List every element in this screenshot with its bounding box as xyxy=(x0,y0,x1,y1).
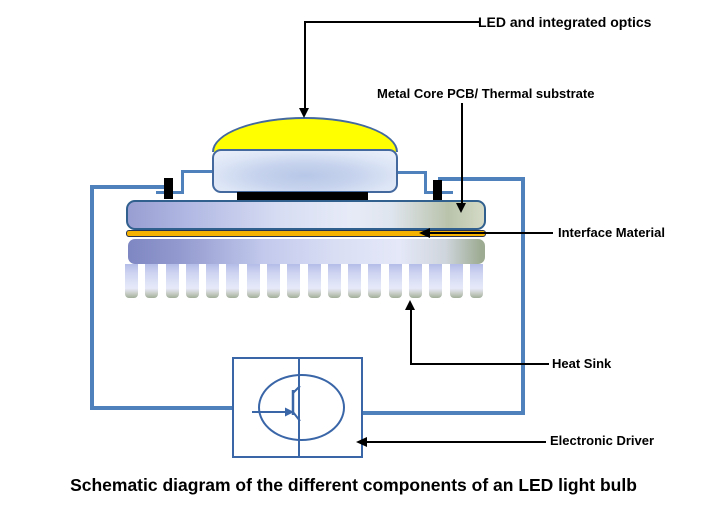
label-led: LED and integrated optics xyxy=(478,14,652,30)
label-interface: Interface Material xyxy=(558,225,665,240)
wire-left-bottom-horizontal xyxy=(90,406,232,410)
wire-right-bottom-horizontal xyxy=(363,411,525,415)
heatsink-fin xyxy=(348,264,362,298)
arrow-down-icon xyxy=(456,203,466,213)
wire-dome-right-vertical xyxy=(424,171,427,194)
arrow-up-icon xyxy=(405,300,415,310)
heatsink-fin xyxy=(206,264,220,298)
label-heatsink: Heat Sink xyxy=(552,356,612,371)
wire-dome-left-horizontal xyxy=(181,170,213,173)
arrow-left-icon xyxy=(356,437,367,447)
wire-right-outer-horizontal xyxy=(438,177,525,181)
label-pcb: Metal Core PCB/ Thermal substrate xyxy=(377,86,595,101)
heatsink-fins xyxy=(125,264,483,298)
heatsink-fin xyxy=(266,264,280,298)
diagram-caption: Schematic diagram of the different compo… xyxy=(70,475,637,495)
heatsink-fin xyxy=(165,264,179,298)
heatsink-fin xyxy=(388,264,402,298)
heatsink-fin xyxy=(368,264,382,298)
heatsink-fin xyxy=(449,264,463,298)
heatsink-callout-line-h xyxy=(410,363,549,365)
heatsink-base xyxy=(128,239,485,264)
heatsink-fin xyxy=(125,264,138,298)
terminal-left xyxy=(164,178,173,199)
wire-left-outer-horizontal xyxy=(90,185,168,189)
wire-right-outer-vertical xyxy=(521,177,525,415)
heatsink-fin xyxy=(145,264,159,298)
pcb-callout-line-v xyxy=(461,103,463,204)
driver-circle xyxy=(258,374,345,441)
led-callout-line-v xyxy=(304,21,306,109)
heatsink-fin xyxy=(429,264,443,298)
wire-dome-left-vertical xyxy=(181,170,184,194)
arrow-left-icon xyxy=(419,228,430,238)
heatsink-fin xyxy=(327,264,341,298)
heatsink-fin xyxy=(408,264,422,298)
led-package-body xyxy=(212,149,398,193)
label-driver: Electronic Driver xyxy=(550,433,655,448)
heatsink-fin xyxy=(185,264,199,298)
led-callout-line-h xyxy=(304,21,480,23)
arrow-down-icon xyxy=(299,108,309,118)
wire-left-outer-vertical xyxy=(90,185,94,410)
heatsink-fin xyxy=(307,264,321,298)
interface-callout-line-h xyxy=(428,232,553,234)
heatsink-fin xyxy=(469,264,483,298)
heatsink-fin xyxy=(226,264,240,298)
transistor-icon xyxy=(252,385,301,422)
heatsink-fin xyxy=(246,264,260,298)
led-base-bar xyxy=(237,192,368,200)
heatsink-fin xyxy=(287,264,301,298)
terminal-right xyxy=(433,180,442,201)
metal-core-pcb xyxy=(126,200,486,230)
driver-callout-line-h xyxy=(366,441,546,443)
led-optics-dome xyxy=(212,117,398,152)
wire-dome-right-horizontal xyxy=(396,171,427,174)
heatsink-callout-line-v xyxy=(410,309,412,365)
